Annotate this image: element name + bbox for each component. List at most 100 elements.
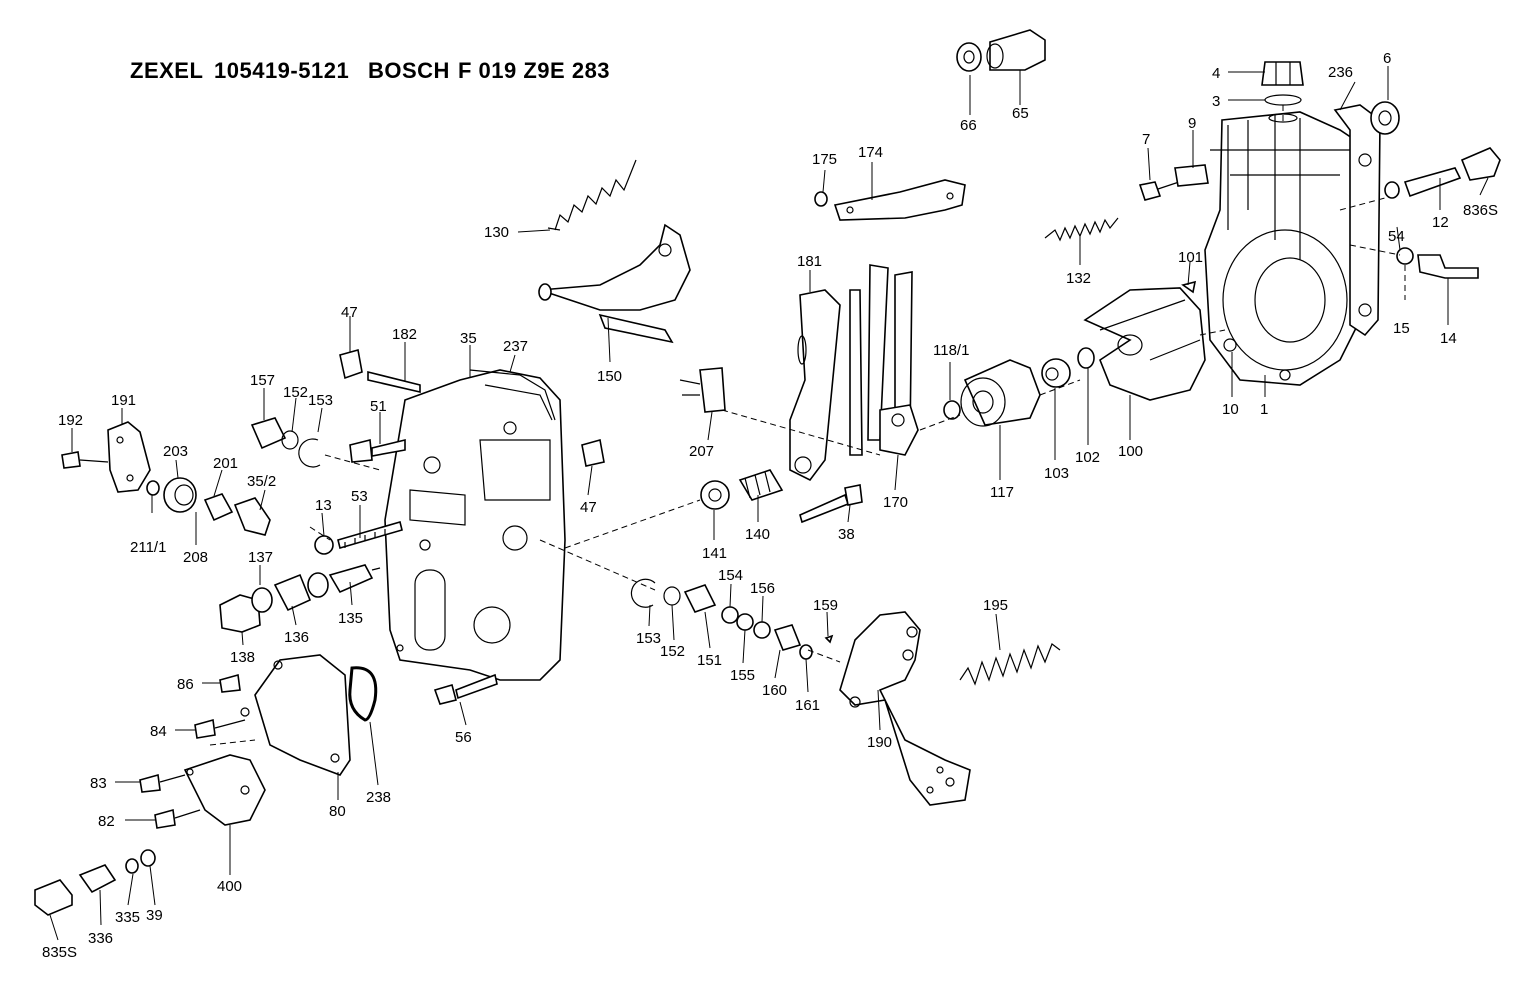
part-label: 191 [111, 392, 136, 409]
part-label: 15 [1393, 320, 1410, 337]
part-label: 117 [990, 484, 1014, 501]
part-label: 53 [351, 488, 368, 505]
part-label: 150 [597, 368, 622, 385]
bolt-51-part [349, 438, 406, 463]
part-label: 190 [867, 734, 892, 751]
part-label: 132 [1066, 270, 1091, 287]
part-label: 3 [1212, 93, 1220, 110]
part-207 [679, 367, 726, 413]
title-number-2: F 019 Z9E 283 [458, 58, 610, 83]
part-label: 336 [88, 930, 113, 947]
bolt-56-part [433, 673, 498, 705]
part-label: 181 [797, 253, 822, 270]
part-label: 65 [1012, 105, 1029, 122]
part-label: 335 [115, 909, 140, 926]
part-label: 237 [503, 338, 528, 355]
part-label: 153 [636, 630, 661, 647]
part-label: 161 [795, 697, 820, 714]
part-label: 156 [750, 580, 775, 597]
part-label: 152 [660, 643, 685, 660]
part-label: 102 [1075, 449, 1100, 466]
leader-lines [49, 66, 1489, 941]
part-label: 836S [1463, 202, 1498, 219]
part-label: 175 [812, 151, 837, 168]
spring-132-part [1044, 217, 1119, 242]
part-label: 835S [42, 944, 77, 961]
part-157-153 [250, 417, 321, 468]
part-label: 9 [1188, 115, 1196, 132]
part-label: 211/1 [130, 539, 166, 556]
part-label: 7 [1142, 131, 1150, 148]
part-label: 157 [250, 372, 275, 389]
part-label: 159 [813, 597, 838, 614]
part-label: 86 [177, 676, 194, 693]
stud-53-part [314, 521, 403, 555]
part-label: 35 [460, 330, 477, 347]
part-label: 138 [230, 649, 255, 666]
spring-130-part [547, 159, 637, 231]
part-label: 170 [883, 494, 908, 511]
part-label: 152 [283, 384, 308, 401]
part-65-66 [956, 29, 1046, 72]
screw-47-side-part [581, 438, 605, 467]
title-maker-1: ZEXEL [130, 58, 203, 83]
part-label: 1 [1260, 401, 1268, 418]
part-151-161 [630, 578, 834, 660]
plate-400-part [183, 754, 266, 826]
part-label: 118/1 [933, 342, 969, 359]
lever-150-part [538, 223, 691, 344]
part-label: 54 [1388, 228, 1405, 245]
spring-195-part [959, 643, 1061, 686]
part-label: 182 [392, 326, 417, 343]
part-label: 201 [213, 455, 238, 472]
part-label: 236 [1328, 64, 1353, 81]
part-140-141 [700, 469, 784, 510]
part-label: 195 [983, 597, 1008, 614]
part-label: 140 [745, 526, 770, 543]
part-label: 100 [1118, 443, 1143, 460]
part-label: 238 [366, 789, 391, 806]
part-label: 103 [1044, 465, 1069, 482]
screw-47-part [339, 348, 421, 394]
part-label: 82 [98, 813, 115, 830]
part-label: 203 [163, 443, 188, 460]
part-label: 38 [838, 526, 855, 543]
part-label: 66 [960, 117, 977, 134]
governor-housing-part [1204, 104, 1381, 386]
part-135-138 [219, 564, 381, 633]
part-label: 160 [762, 682, 787, 699]
part-label: 135 [338, 610, 363, 627]
part-label: 137 [248, 549, 273, 566]
part-label: 153 [308, 392, 333, 409]
part-label: 141 [702, 545, 727, 562]
screws-82-86 [139, 673, 246, 829]
cover-80-part [240, 654, 378, 776]
part-label: 12 [1432, 214, 1449, 231]
part-label: 14 [1440, 330, 1457, 347]
part-label: 4 [1212, 65, 1220, 82]
bolt-38-part [799, 484, 863, 524]
part-835S-39 [34, 849, 156, 916]
bolt-14-part [1396, 247, 1479, 279]
part-label: 174 [858, 144, 883, 161]
part-label: 151 [697, 652, 722, 669]
part-label: 155 [730, 667, 755, 684]
part-label: 39 [146, 907, 163, 924]
part-101-103 [1041, 280, 1197, 388]
sleeve-117-part [943, 359, 1041, 427]
part-label: 83 [90, 775, 107, 792]
part-label: 13 [315, 497, 332, 514]
part-label: 136 [284, 629, 309, 646]
part-label: 35/2 [247, 473, 276, 490]
title-maker-2: BOSCH [368, 58, 450, 83]
lever-assembly-170-part [789, 264, 919, 482]
flyweight-100-part [1083, 287, 1206, 401]
part-label: 130 [484, 224, 509, 241]
part-label: 207 [689, 443, 714, 460]
part-label: 192 [58, 412, 83, 429]
part-label: 80 [329, 803, 346, 820]
part-label: 101 [1178, 249, 1203, 266]
screw-7-part [1138, 164, 1209, 201]
part-label: 400 [217, 878, 242, 895]
